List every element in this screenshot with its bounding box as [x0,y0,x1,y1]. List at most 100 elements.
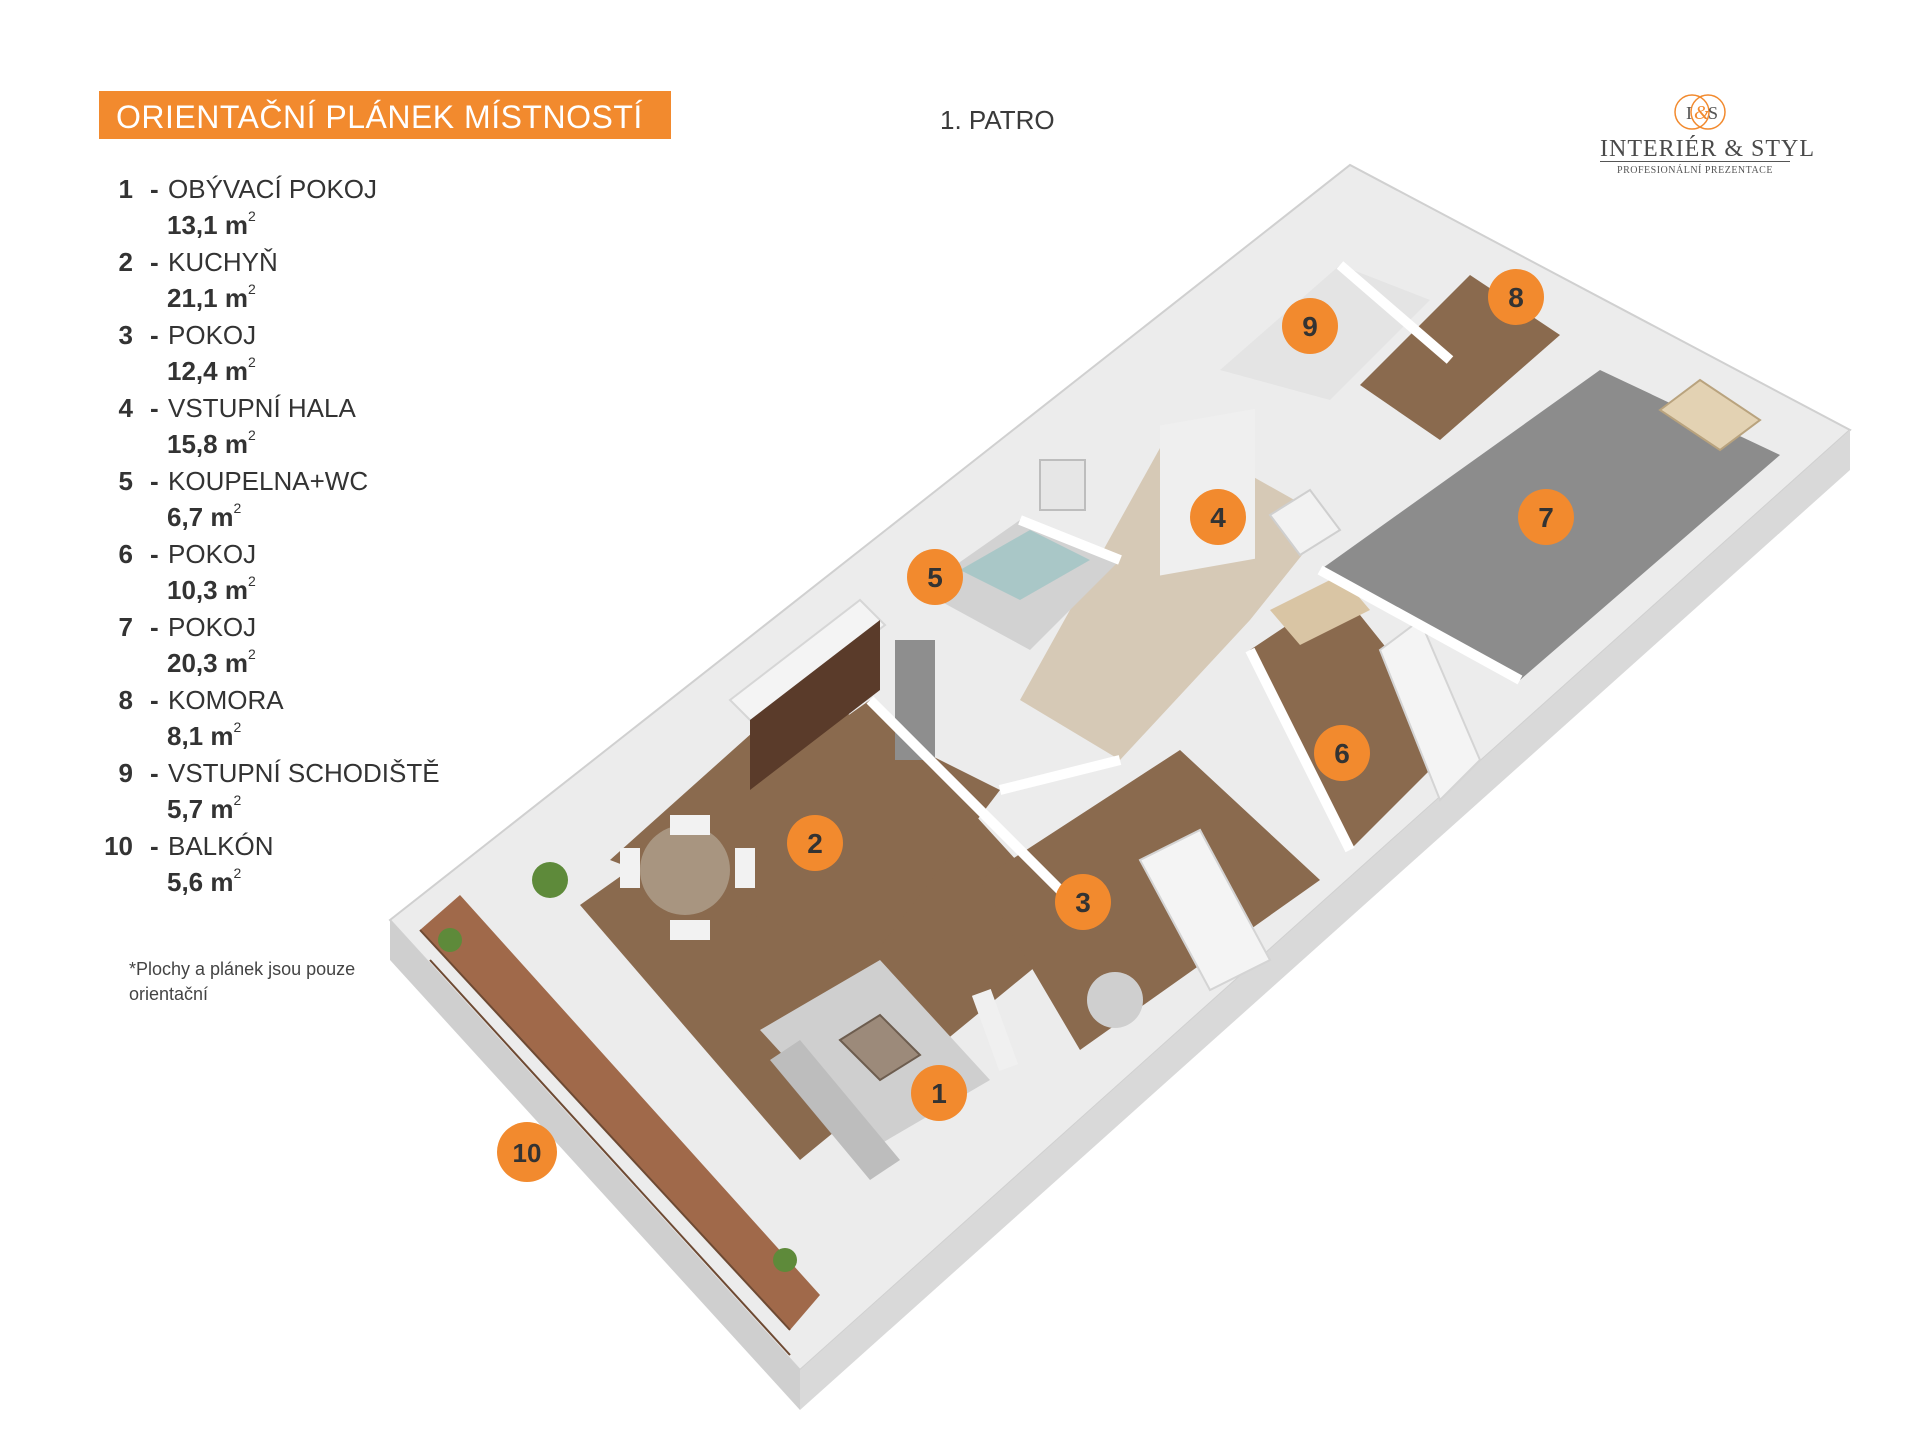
legend-item: 1 - OBÝVACÍ POKOJ 13,1 m2 [90,170,490,243]
plant [773,1248,797,1272]
legend-item: 5 - KOUPELNA+WC 6,7 m2 [90,462,490,535]
legend-number: 9 [118,758,133,788]
svg-text:&: & [1694,102,1710,124]
roof-window [1138,828,1272,992]
dining-chair [670,920,710,940]
roof-window [1378,618,1482,802]
kitchen-counter [728,598,887,727]
room-floor-6 [1250,590,1460,850]
armchair [1087,972,1143,1028]
legend-room-area: 12,4 m2 [167,354,256,386]
title-banner: ORIENTAČNÍ PLÁNEK MÍSTNOSTÍ [99,91,671,139]
room-badge-9: 9 [1282,298,1338,354]
room-badge-8: 8 [1488,269,1544,325]
legend-dash: - [150,685,159,715]
legend-item: 10 - BALKÓN 5,6 m2 [90,827,490,900]
desk [1270,575,1370,645]
legend-item: 9 - VSTUPNÍ SCHODIŠTĚ 5,7 m2 [90,754,490,827]
room-badge-6: 6 [1314,725,1370,781]
legend-dash: - [150,174,159,204]
legend-room-name: POKOJ [168,320,257,350]
legend-item: 2 - KUCHYŇ 21,1 m2 [90,243,490,316]
room-badge-2: 2 [787,815,843,871]
logo-monogram-icon: I & S [1674,94,1726,130]
room-badge-4: 4 [1190,489,1246,545]
room-legend: 1 - OBÝVACÍ POKOJ 13,1 m2 2 - KUCHYŇ 21,… [90,170,490,900]
legend-room-name: VSTUPNÍ HALA [168,393,356,423]
legend-room-area: 5,6 m2 [167,865,242,897]
room-badge-3: 3 [1055,874,1111,930]
legend-room-area: 15,8 m2 [167,427,256,459]
room-badge-label: 4 [1210,502,1226,533]
dining-table [640,825,730,915]
legend-item: 3 - POKOJ 12,4 m2 [90,316,490,389]
legend-room-name: VSTUPNÍ SCHODIŠTĚ [168,758,440,788]
logo-name: INTERIÉR & STYL [1600,136,1815,162]
legend-room-area: 10,3 m2 [167,573,256,605]
logo-divider [1600,161,1790,162]
logo-tagline: PROFESIONÁLNÍ PREZENTACE [1617,165,1773,176]
dining-chair [620,848,640,888]
room-floor-balcony [420,895,820,1330]
tv-stand [971,988,1019,1072]
legend-number: 2 [118,247,133,277]
legend-number: 8 [118,685,133,715]
legend-dash: - [150,247,159,277]
room-badge-1: 1 [911,1065,967,1121]
legend-number: 4 [118,393,133,423]
legend-dash: - [150,466,159,496]
brand-logo: I & S INTERIÉR & STYL PROFESIONÁLNÍ PREZ… [1590,88,1815,178]
shower-floor [960,530,1090,600]
plant [438,928,462,952]
room-badge-label: 9 [1302,311,1318,342]
legend-item: 7 - POKOJ 20,3 m2 [90,608,490,681]
interior-walls [866,261,1523,904]
legend-dash: - [150,539,159,569]
room-badge-label: 5 [927,562,943,593]
legend-room-area: 21,1 m2 [167,281,256,313]
legend-dash: - [150,831,159,861]
svg-text:S: S [1708,103,1718,123]
legend-room-area: 6,7 m2 [167,500,242,532]
washing-machine [1039,459,1086,511]
room-floor-3 [980,750,1320,1050]
svg-text:I: I [1686,103,1692,123]
room-badge-label: 10 [513,1138,542,1168]
room-badge-10: 10 [497,1122,557,1182]
room-badge-label: 2 [807,828,823,859]
legend-item: 8 - KOMORA 8,1 m2 [90,681,490,754]
room-badge-5: 5 [907,549,963,605]
legend-dash: - [150,393,159,423]
legend-room-name: KUCHYŇ [168,247,278,277]
sofa [770,1040,900,1180]
legend-number: 7 [118,612,133,642]
page-title: ORIENTAČNÍ PLÁNEK MÍSTNOSTÍ [116,99,643,135]
legend-room-area: 20,3 m2 [167,646,256,678]
legend-room-name: POKOJ [168,539,257,569]
kitchen-cabinets [750,620,880,790]
legend-room-name: BALKÓN [168,831,274,861]
plant [532,862,568,898]
legend-room-name: POKOJ [168,612,257,642]
legend-item: 4 - VSTUPNÍ HALA 15,8 m2 [90,389,490,462]
legend-number: 10 [104,831,133,861]
legend-number: 5 [118,466,133,496]
balcony-railing [419,929,791,1356]
coffee-table [838,1013,922,1082]
dining-chair [670,815,710,835]
legend-item: 6 - POKOJ 10,3 m2 [90,535,490,608]
building-left-wall [390,920,800,1410]
legend-room-area: 8,1 m2 [167,719,242,751]
legend-dash: - [150,758,159,788]
floor-label: 1. PATRO [940,105,1055,135]
legend-room-name: KOMORA [168,685,284,715]
dining-chair [735,848,755,888]
room-badge-label: 1 [931,1078,947,1109]
room-badge-label: 7 [1538,502,1554,533]
room-badge-7: 7 [1518,489,1574,545]
crib [1658,378,1762,452]
room-badge-label: 6 [1334,738,1350,769]
legend-room-area: 13,1 m2 [167,208,256,240]
legend-dash: - [150,612,159,642]
